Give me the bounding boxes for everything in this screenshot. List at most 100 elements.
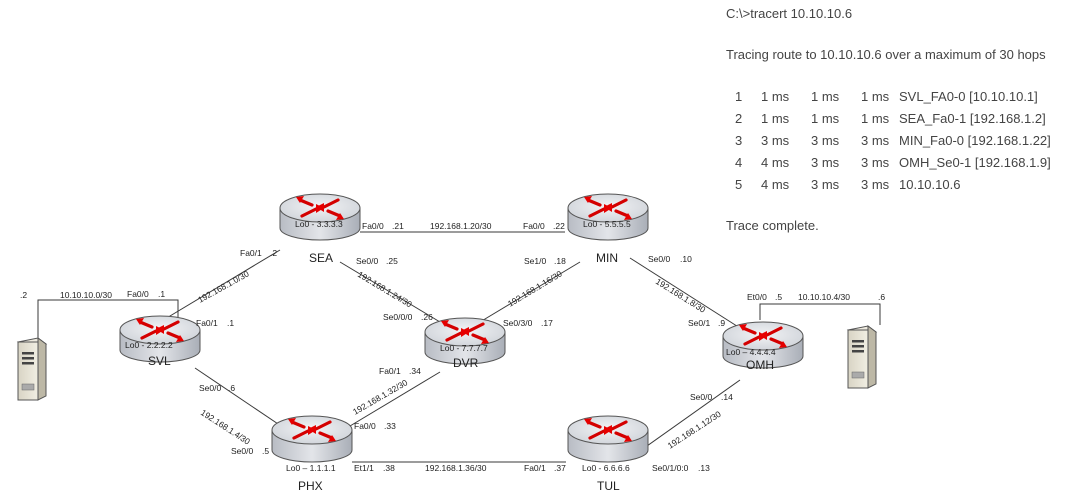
network-label-phx-tul: 192.168.1.36/30 [425,463,487,473]
dvr-se030-ip: .17 [541,318,553,328]
omh-et00-ip: .5 [775,292,782,302]
network-label-svl-phx: 192.168.1.4/30 [199,407,252,446]
hop-number: 4 [735,155,743,170]
router-min[interactable]: Lo0 - 5.5.5.5 MIN [566,192,650,265]
tul-fa01-label: Fa0/1 [524,463,546,473]
omh-se01-ip: .9 [718,318,725,328]
router-sea[interactable]: Lo0 - 3.3.3.3 SEA [278,192,362,265]
right-host-ip: .6 [878,292,885,302]
sea-fa01-label: Fa0/1 [240,248,262,258]
loopback-label: Lo0 - 6.6.6.6 [582,463,630,473]
svl-se00-ip: .6 [228,383,235,393]
router-name: OMH [746,358,774,372]
phx-se00-ip: .5 [262,446,269,456]
router-icon [278,192,362,242]
hop-time: 4 ms [761,155,790,170]
link-min-dvr [469,261,581,329]
sea-fa00-label: Fa0/0 [362,221,384,231]
router-name: SEA [309,251,333,265]
left-host-ip: .2 [20,290,27,300]
hop-host: MIN_Fa0-0 [192.168.1.22] [899,133,1051,148]
router-name: PHX [298,479,323,493]
sea-fa00-ip: .21 [392,221,404,231]
link-svl-phx [194,367,291,433]
network-label-phx-dvr: 192.168.1.32/30 [351,377,409,417]
dvr-se000-ip: .26 [421,312,433,322]
sea-fa01-ip: .2 [270,248,277,258]
svl-fa00-ip: .1 [158,289,165,299]
right-host[interactable] [847,325,877,389]
min-se10-ip: .18 [554,256,566,266]
link-sea-dvr [339,261,451,329]
hop-number: 1 [735,89,743,104]
hop-host: SEA_Fa0-1 [192.168.1.2] [899,111,1046,126]
interface-labels: .2 Fa0/0 .1 Fa0/1 .1 Se0/0 .6 Fa0/1 .2 F… [20,221,885,473]
omh-se00-label: Se0/0 [690,392,712,402]
loopback-label: Lo0 – 4.4.4.4 [726,347,776,357]
hop-time: 3 ms [811,177,840,192]
network-label-sea-min: 192.168.1.20/30 [430,221,492,231]
router-name: TUL [597,479,620,493]
hop-time: 1 ms [861,89,890,104]
min-se00-label: Se0/0 [648,254,670,264]
tul-se010-label: Se0/1/0:0 [652,463,689,473]
phx-se00-label: Se0/0 [231,446,253,456]
router-name: MIN [596,251,618,265]
svl-fa01-ip: .1 [227,318,234,328]
min-fa00-label: Fa0/0 [523,221,545,231]
router-dvr[interactable]: Lo0 - 7.7.7.7 DVR [423,316,507,370]
omh-se00-ip: .14 [721,392,733,402]
omh-et00-label: Et0/0 [747,292,767,302]
hop-host: 10.10.10.6 [899,177,961,192]
phx-et11-ip: .38 [383,463,395,473]
router-omh[interactable]: Lo0 – 4.4.4.4 OMH [721,320,805,372]
loopback-label: Lo0 – 1.1.1.1 [286,463,336,473]
hop-host: OMH_Se0-1 [192.168.1.9] [899,155,1051,170]
sea-se00-label: Se0/0 [356,256,378,266]
tul-se010-ip: .13 [698,463,710,473]
min-se00-ip: .10 [680,254,692,264]
omh-se01-label: Se0/1 [688,318,710,328]
hop-time: 1 ms [761,89,790,104]
router-name: SVL [148,354,171,368]
loopback-label: Lo0 - 5.5.5.5 [583,219,631,229]
hop-time: 1 ms [811,111,840,126]
network-label-sea-dvr: 192.168.1.24/30 [356,269,414,309]
network-label-svl-sea: 192.168.1.0/30 [196,268,251,304]
link-svl-sea [159,249,281,323]
hop-time: 1 ms [811,89,840,104]
server-icon [847,325,877,389]
router-phx[interactable]: Lo0 – 1.1.1.1 PHX [270,414,354,493]
server-icon [17,337,47,401]
links [37,231,881,463]
router-icon [566,192,650,242]
network-label-min-omh: 192.168.1.8/30 [654,276,708,315]
link-right-lan [759,303,881,325]
loopback-label: Lo0 - 3.3.3.3 [295,219,343,229]
router-tul[interactable]: Lo0 - 6.6.6.6 TUL [566,414,650,493]
phx-fa00-ip: .33 [384,421,396,431]
router-svl[interactable]: Lo0 - 2.2.2.2 SVL [118,314,202,368]
dvr-fa01-label: Fa0/1 [379,366,401,376]
tul-fa01-ip: .37 [554,463,566,473]
tracert-command: C:\>tracert 10.10.10.6 [726,6,853,21]
phx-fa00-label: Fa0/0 [354,421,376,431]
network-label-left-lan: 10.10.10.0/30 [60,290,112,300]
tracert-footer: Trace complete. [726,218,819,233]
svl-se00-label: Se0/0 [199,383,221,393]
hop-time: 1 ms [761,111,790,126]
router-name: DVR [453,356,479,370]
dvr-se030-label: Se0/3/0 [503,318,533,328]
hop-time: 3 ms [861,155,890,170]
dvr-fa01-ip: .34 [409,366,421,376]
left-host[interactable] [17,337,47,401]
min-se10-label: Se1/0 [524,256,546,266]
hop-time: 4 ms [761,177,790,192]
svl-fa01-label: Fa0/1 [196,318,218,328]
